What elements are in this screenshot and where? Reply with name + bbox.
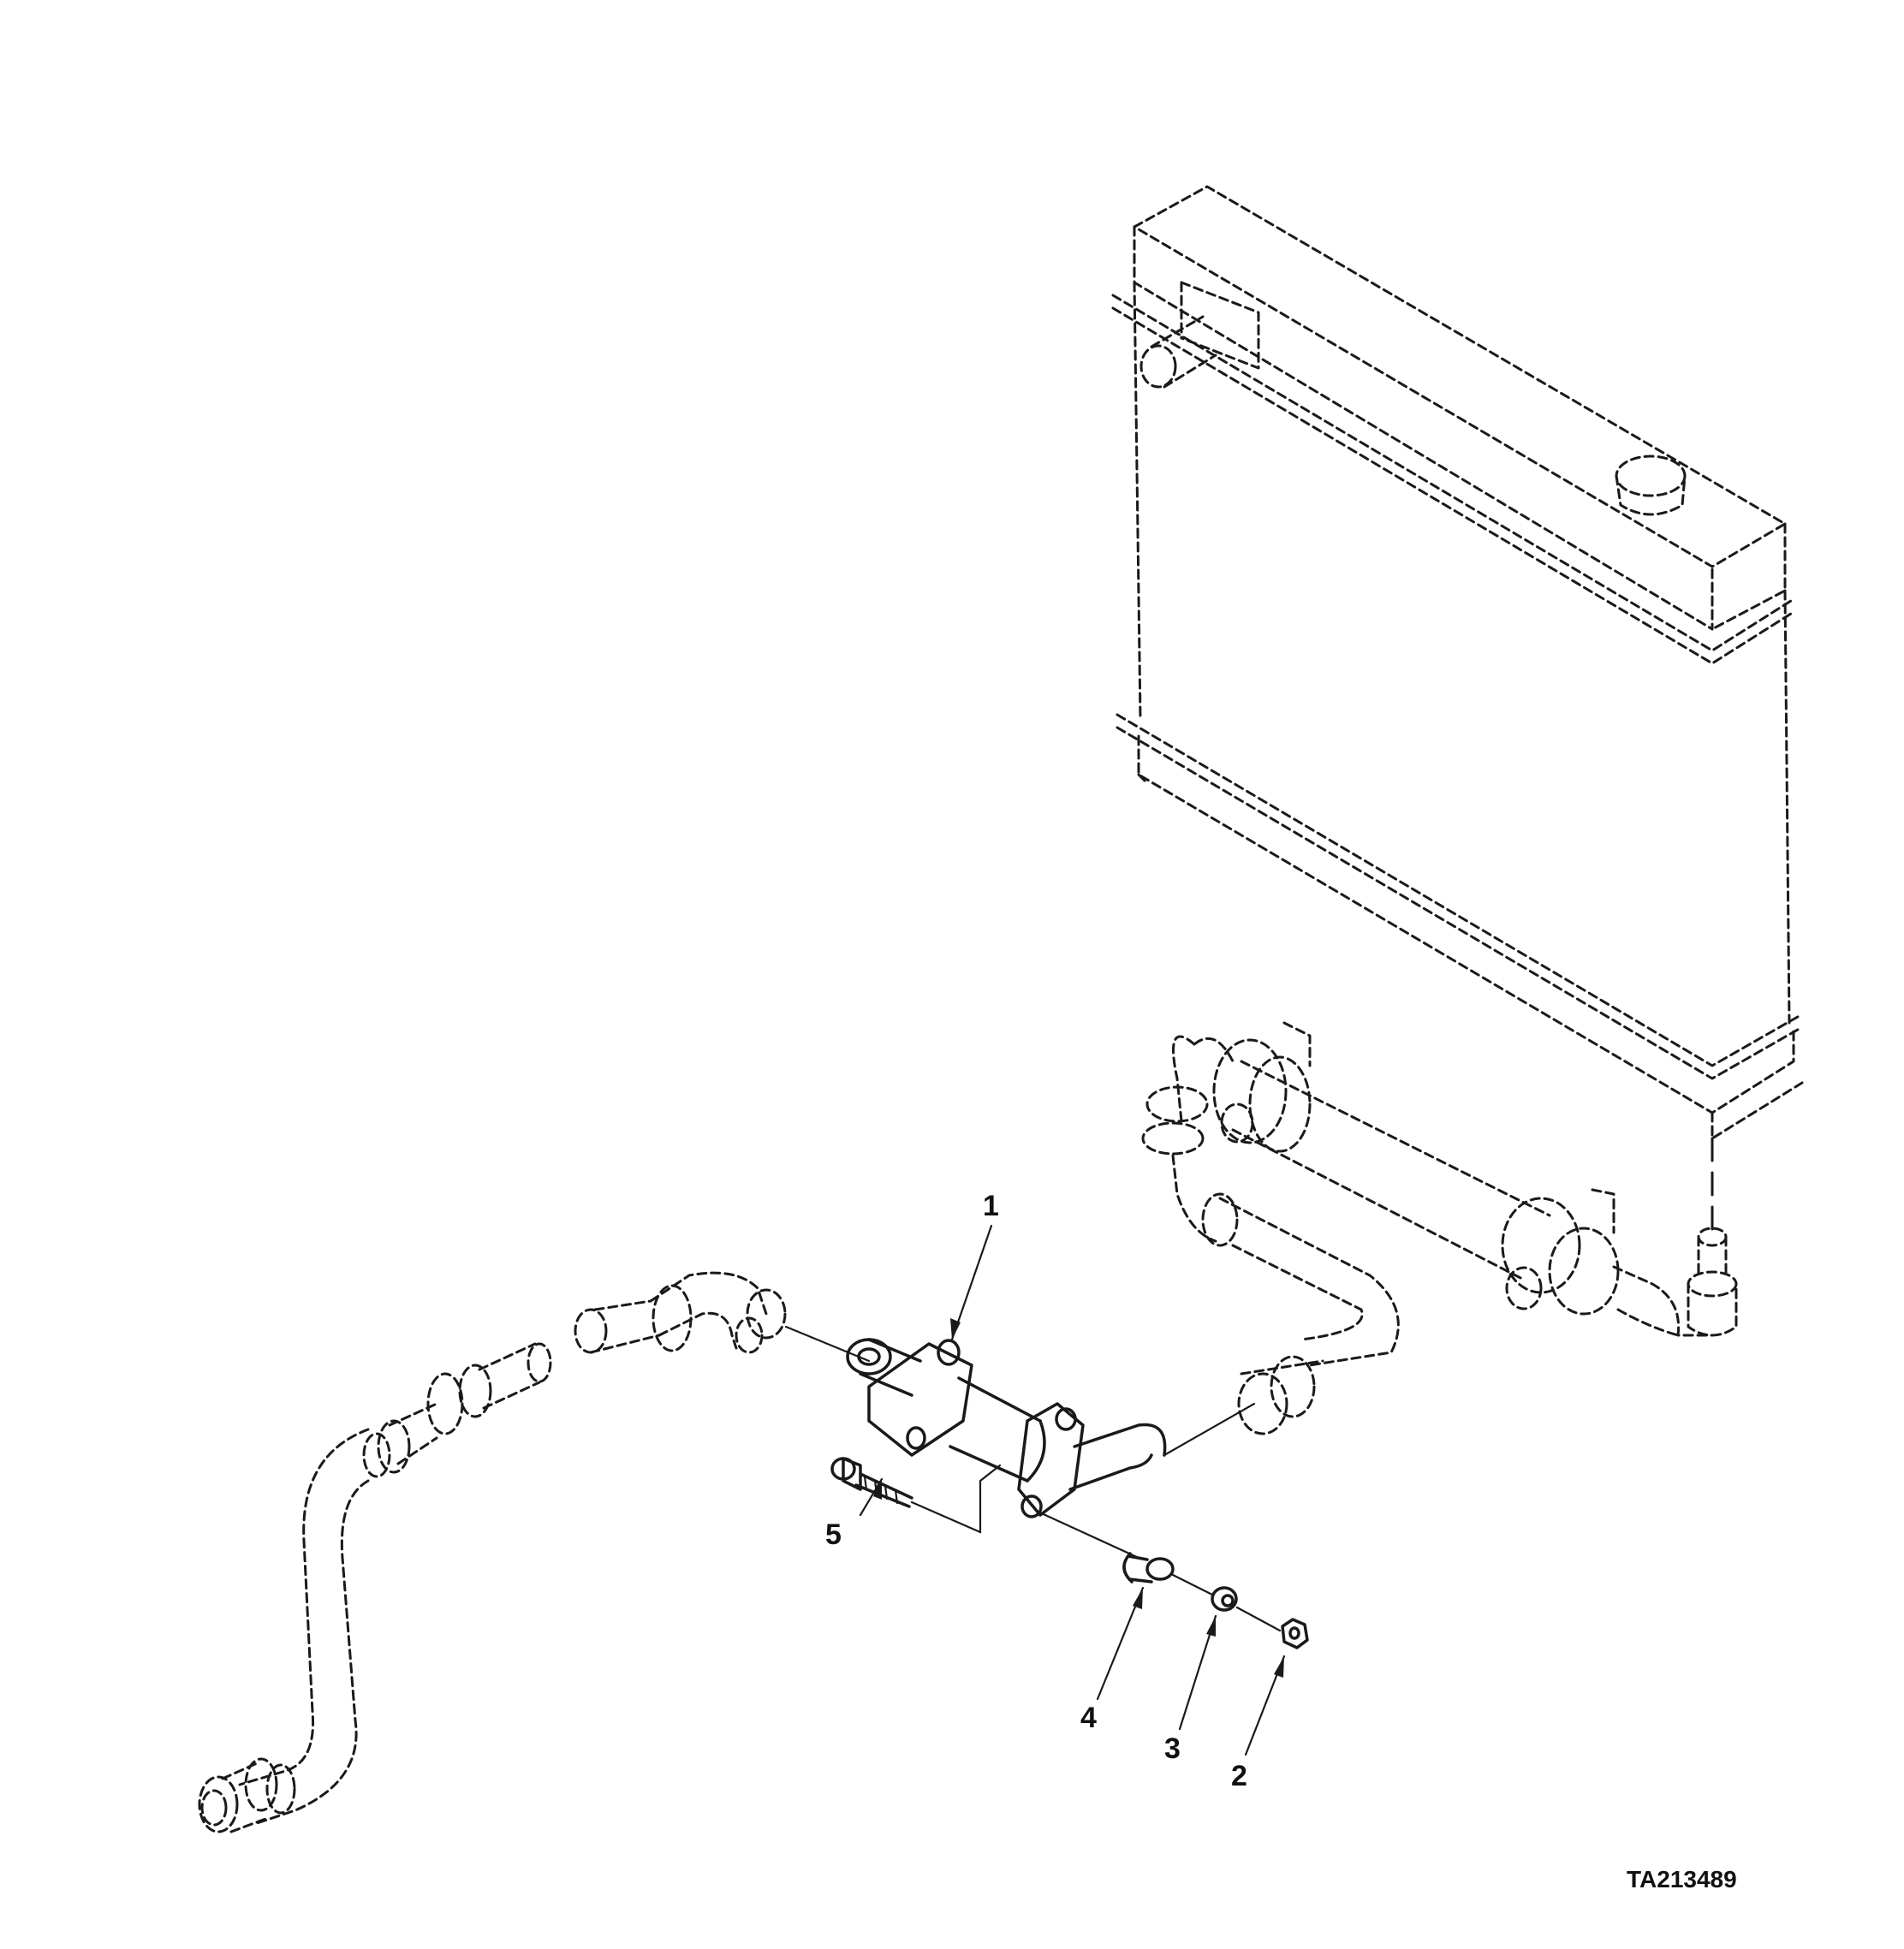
figure-id: TA213489 <box>1627 1866 1737 1893</box>
inlet-hose <box>198 1271 787 1833</box>
radiator <box>1111 185 1804 1234</box>
callout-3-label: 3 <box>1164 1732 1181 1765</box>
callout-4-label: 4 <box>1080 1702 1097 1734</box>
radiator-outlet-tube <box>1141 1021 1738 1435</box>
callout-2-label: 2 <box>1231 1760 1247 1792</box>
lock-washer <box>1178 1586 1282 1731</box>
callout-1-label: 1 <box>983 1190 999 1222</box>
callout-5-label: 5 <box>825 1518 842 1551</box>
bolt <box>830 1457 1002 1534</box>
spacer <box>1034 1509 1217 1701</box>
thermostat-housing <box>784 1224 1256 1518</box>
nut <box>1244 1618 1309 1756</box>
